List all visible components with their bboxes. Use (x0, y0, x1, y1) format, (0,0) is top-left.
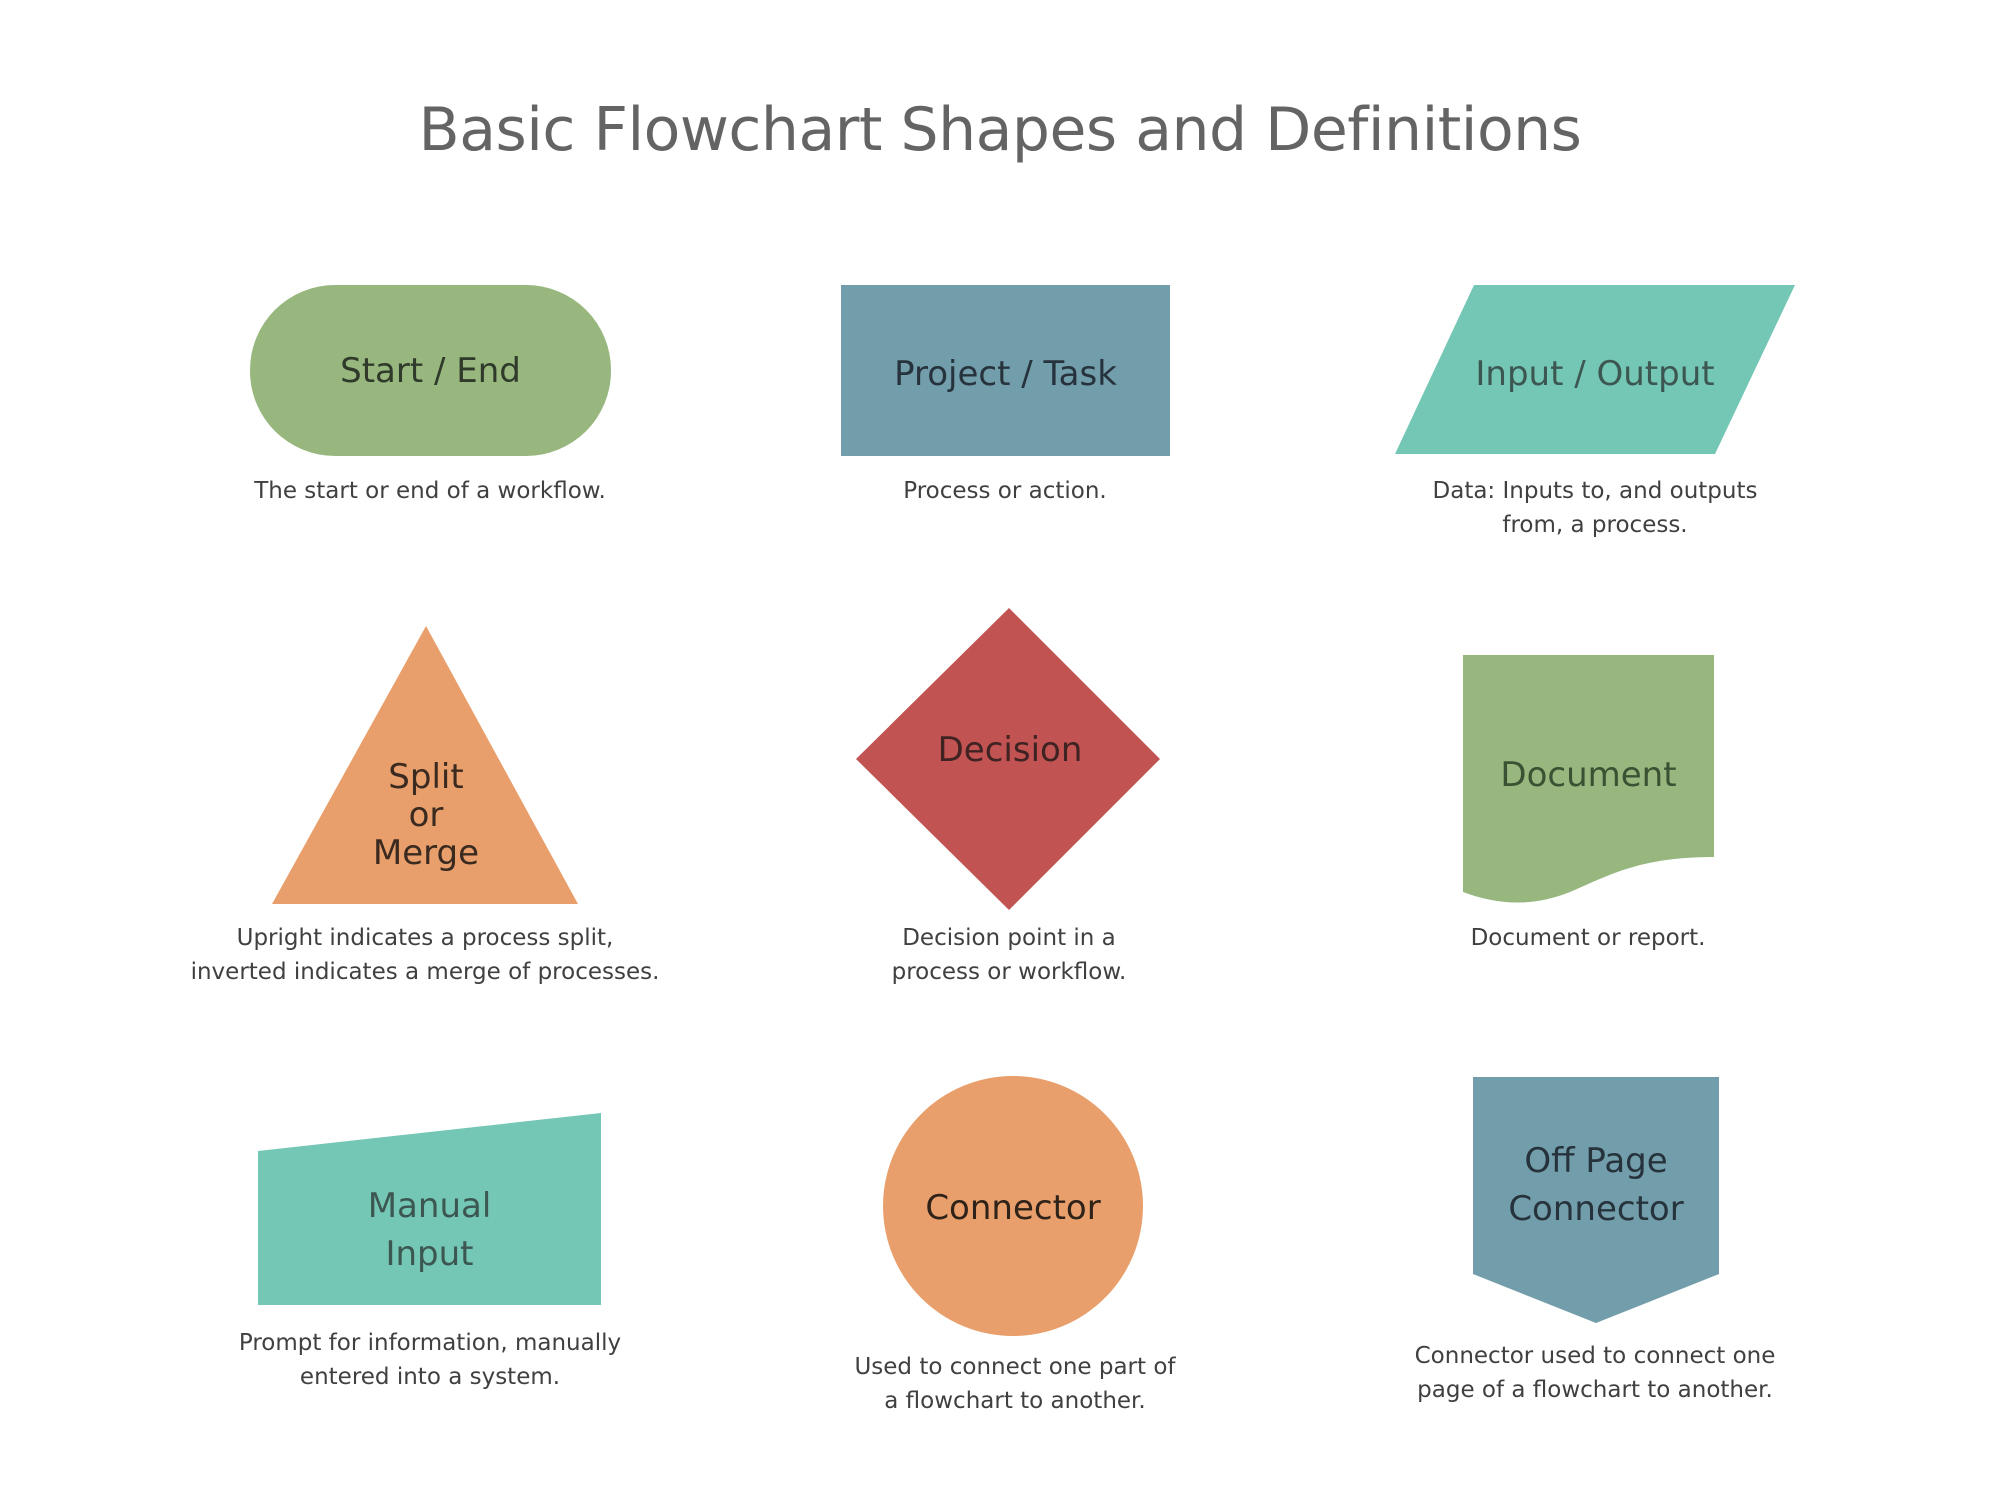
off-page-connector-description: Connector used to connect one page of a … (1395, 1339, 1795, 1407)
label-line: Split (388, 757, 464, 797)
decision-description: Decision point in a process or workflow. (809, 921, 1209, 989)
label-line: Input (385, 1234, 474, 1274)
label-line: Off Page (1524, 1141, 1668, 1181)
manual-input-description: Prompt for information, manually entered… (230, 1326, 630, 1394)
start-end-description: The start or end of a workflow. (230, 474, 630, 508)
description-line: The start or end of a workflow. (254, 478, 606, 504)
label-line: Input / Output (1475, 353, 1715, 394)
label-line: Connector (925, 1188, 1101, 1228)
input-output-description: Data: Inputs to, and outputs from, a pro… (1395, 474, 1795, 542)
description-line: from, a process. (1502, 512, 1688, 538)
connector-label: Connector (883, 1178, 1143, 1238)
description-line: process or workflow. (891, 959, 1127, 985)
process-rectangle-shape (841, 285, 1170, 456)
parallelogram-shape (1395, 285, 1795, 454)
label-line: Start / End (340, 350, 521, 391)
label-line: or (408, 795, 444, 835)
diamond-shape (856, 608, 1160, 910)
description-line: entered into a system. (299, 1364, 561, 1390)
manual-input-shape (258, 1113, 601, 1305)
project-task-label: Project / Task (841, 288, 1170, 459)
project-task-description: Process or action. (805, 474, 1205, 508)
description-line: Document or report. (1470, 925, 1706, 951)
manual-input-label: Manual Input (258, 1175, 601, 1285)
document-label: Document (1463, 745, 1714, 805)
label-line: Manual (367, 1186, 492, 1226)
connector-description: Used to connect one part of a flowchart … (815, 1350, 1215, 1418)
label-line: Document (1500, 755, 1677, 795)
description-line: Used to connect one part of (854, 1354, 1176, 1380)
off-page-connector-label: Off Page Connector (1473, 1135, 1719, 1235)
description-line: Prompt for information, manually (238, 1330, 622, 1356)
decision-label: Decision (880, 720, 1140, 780)
document-description: Document or report. (1388, 921, 1788, 955)
triangle-shape (272, 626, 578, 904)
description-line: inverted indicates a merge of processes. (190, 959, 660, 985)
label-line: Project / Task (894, 353, 1117, 394)
page-title: Basic Flowchart Shapes and Definitions (418, 95, 1582, 165)
description-line: Data: Inputs to, and outputs (1432, 478, 1758, 504)
description-line: page of a flowchart to another. (1417, 1377, 1773, 1403)
label-line: Merge (372, 833, 480, 873)
input-output-label: Input / Output (1435, 288, 1755, 459)
terminator-shape (250, 285, 611, 456)
description-line: Decision point in a (902, 925, 1116, 951)
split-merge-description: Upright indicates a process split, inver… (175, 921, 675, 989)
connector-circle-shape (883, 1076, 1143, 1336)
description-line: a flowchart to another. (884, 1388, 1146, 1414)
description-line: Upright indicates a process split, (236, 925, 614, 951)
split-merge-label: Split or Merge (326, 755, 526, 875)
start-end-label: Start / End (250, 285, 611, 456)
label-line: Decision (937, 730, 1083, 770)
description-line: Connector used to connect one (1414, 1343, 1776, 1369)
document-shape (1463, 655, 1714, 903)
label-line: Connector (1508, 1189, 1684, 1229)
off-page-connector-shape (1473, 1077, 1719, 1323)
description-line: Process or action. (903, 478, 1107, 504)
